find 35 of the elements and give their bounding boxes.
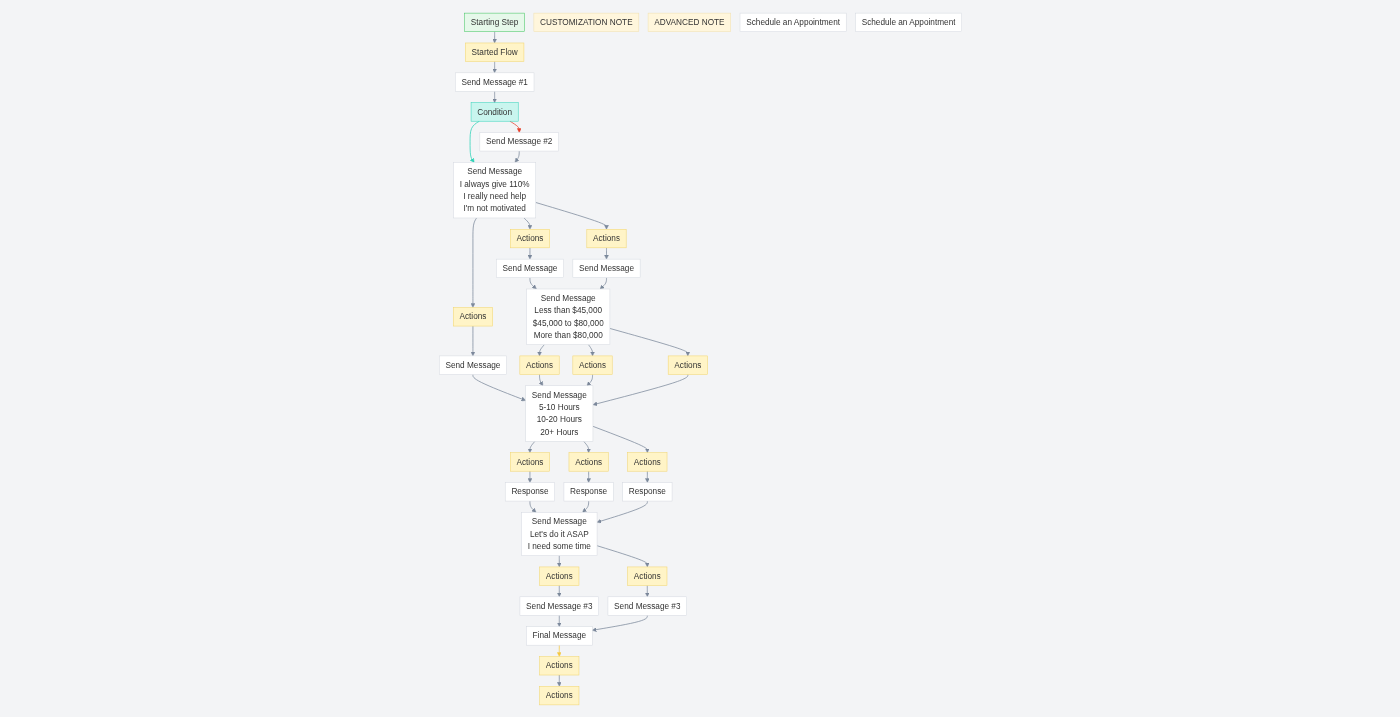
node-box: Send Message <box>438 355 507 375</box>
node-box: CUSTOMIZATION NOTE <box>533 12 639 32</box>
node-box: Actions <box>586 228 626 248</box>
node-box: Send Message Let's do it ASAP I need some time <box>520 511 597 556</box>
node-box: Send Message #2 <box>479 131 559 151</box>
node-box: Send Message I always give 110% I really need help I'm not motivated <box>452 161 536 218</box>
node-box: Response <box>621 481 672 501</box>
node-box: Actions <box>538 655 579 675</box>
node-box: Starting Step <box>463 12 525 32</box>
node-box: Send Message #3 <box>607 596 687 616</box>
node-box: Started Flow <box>464 42 524 62</box>
node-box: Schedule an Appointment <box>739 12 846 32</box>
node-box: Schedule an Appointment <box>854 12 962 32</box>
node-box: Response <box>504 481 555 501</box>
node-box: Send Message Less than $45,000 $45,000 to $80,000 More than $80,000 <box>525 288 610 345</box>
node-box: Send Message <box>572 258 640 278</box>
node-box: Send Message 5-10 Hours 10-20 Hours 20+ Hours <box>524 385 593 442</box>
node-box: Actions <box>626 451 667 471</box>
node-box: Actions <box>519 355 559 375</box>
node-box: Final Message <box>525 625 592 645</box>
node-box: Actions <box>626 566 667 586</box>
node-box: Response <box>563 481 614 501</box>
node-box: Send Message #1 <box>454 72 534 92</box>
node-box: Send Message #3 <box>519 596 599 616</box>
node-box: Actions <box>568 451 609 471</box>
node-box: Actions <box>538 685 579 705</box>
node-box: Actions <box>509 228 550 248</box>
node-box: Actions <box>667 355 708 375</box>
node-box: Actions <box>538 566 579 586</box>
node-box: ADVANCED NOTE <box>647 12 731 32</box>
node-box: Actions <box>572 355 612 375</box>
node-box: Send Message <box>495 258 564 278</box>
node-box: Actions <box>452 306 493 326</box>
node-box: Condition <box>470 101 518 121</box>
node-box: Actions <box>509 451 550 471</box>
